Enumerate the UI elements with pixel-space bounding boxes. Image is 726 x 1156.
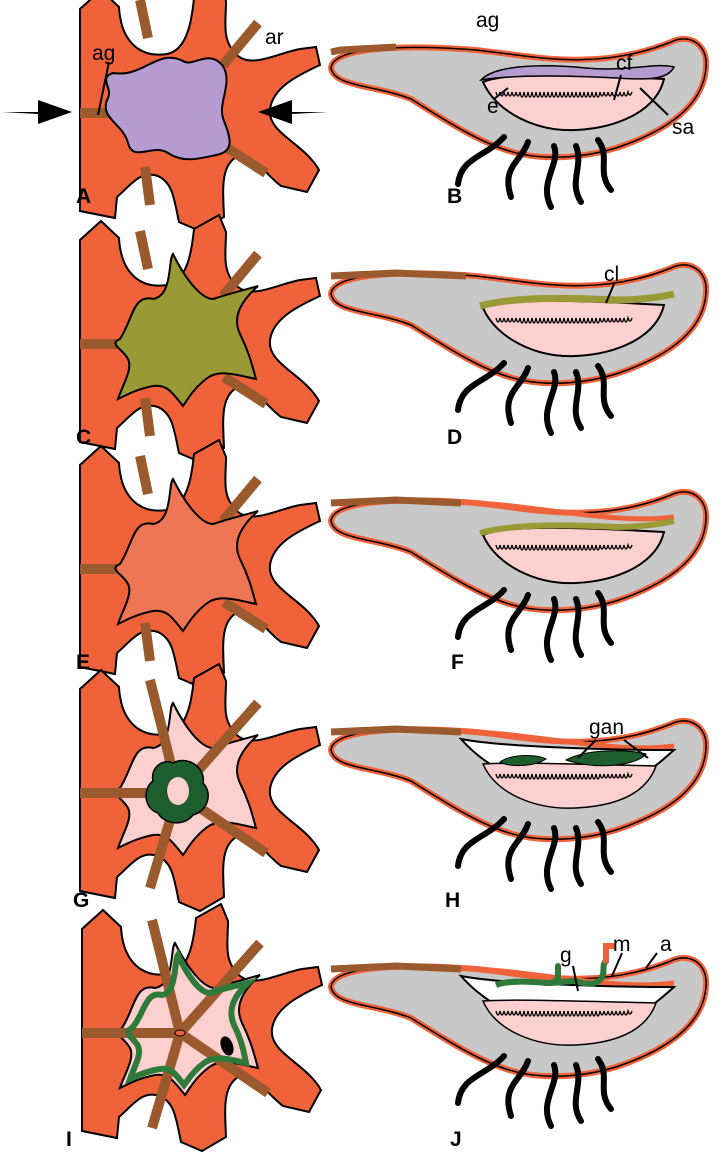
panel-g <box>79 663 321 912</box>
panel-j <box>331 943 706 1126</box>
label-cl: cl <box>604 263 619 286</box>
panel-letter-a: A <box>76 185 91 208</box>
label-cf: cf <box>616 52 633 75</box>
panel-f <box>331 492 706 660</box>
panel-letter-c: C <box>76 426 91 449</box>
left-pointing-arrow-icon <box>258 100 328 124</box>
label-ag: ag <box>92 42 115 65</box>
panel-h <box>331 721 706 889</box>
label-ag-b: ag <box>476 9 499 32</box>
label-g: g <box>560 944 572 967</box>
panel-letter-h: H <box>445 889 460 912</box>
label-gan: gan <box>589 716 624 739</box>
panel-letter-f: F <box>451 651 464 674</box>
panel-letter-i: I <box>66 1128 72 1151</box>
panel-d <box>331 265 706 433</box>
label-e: e <box>487 95 499 118</box>
panel-e <box>79 439 321 688</box>
panel-b <box>331 39 706 207</box>
right-pointing-arrow-icon <box>2 100 72 124</box>
panel-letter-b: B <box>447 185 462 208</box>
panel-letter-j: J <box>450 1128 462 1151</box>
panel-c <box>79 214 321 463</box>
label-sa: sa <box>672 116 695 139</box>
panel-letter-e: E <box>76 651 90 674</box>
label-ar: ar <box>265 26 284 49</box>
panel-letter-g: G <box>73 889 89 912</box>
label-a: a <box>660 933 672 956</box>
panel-letter-d: D <box>447 426 462 449</box>
panel-i <box>81 903 323 1152</box>
label-m: m <box>613 933 631 956</box>
